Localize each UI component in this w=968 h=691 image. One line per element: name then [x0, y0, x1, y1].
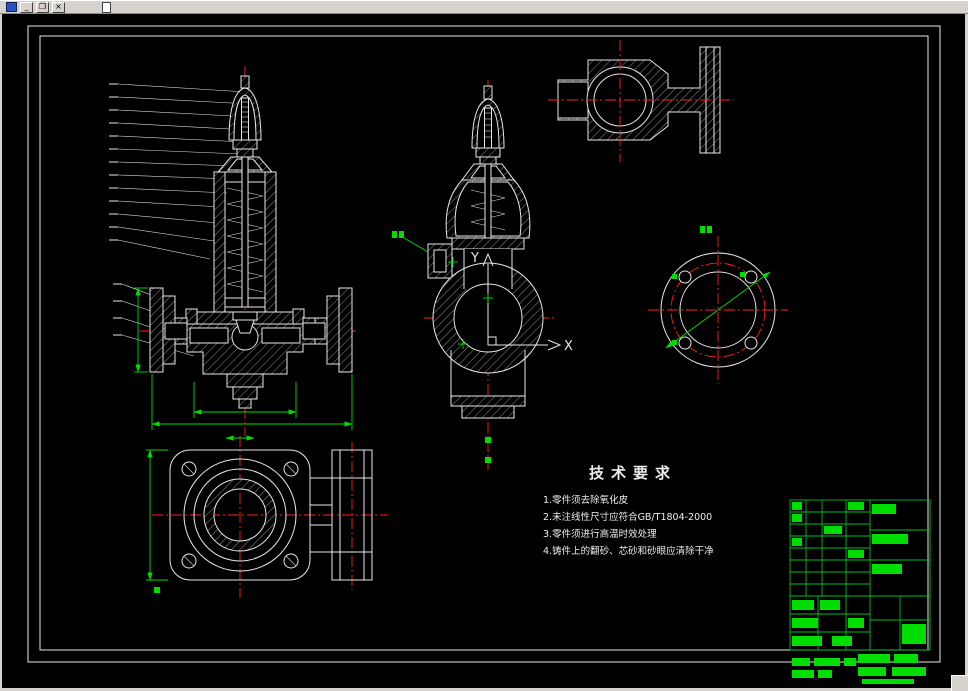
resize-grip[interactable] [951, 675, 968, 691]
dimension-lines [134, 287, 353, 430]
point-markers [448, 257, 493, 349]
tech-requirement-item: 4.铸件上的翻砂、芯砂和砂眼应清除干净 [543, 546, 714, 557]
side-section-view: X Y [392, 80, 573, 470]
front-section-view [109, 66, 356, 436]
sheet-frame [27, 25, 941, 663]
body-top-view [146, 435, 388, 598]
flange-face-view [648, 226, 788, 384]
dimension-lines [146, 435, 255, 581]
app-icon[interactable] [6, 2, 17, 12]
window-titlebar: _ ❐ × [0, 0, 968, 14]
tech-requirement-item: 3.零件须进行高温时效处理 [543, 529, 657, 540]
outlet-flange-section-view [548, 40, 734, 162]
window-border-bottom [0, 688, 968, 691]
part-leader-lines [109, 83, 253, 357]
tech-requirement-item: 1.零件须去除氧化皮 [543, 495, 629, 506]
window-border-left [0, 14, 2, 691]
document-icon [102, 1, 111, 13]
title-block-highlight-cells [792, 502, 926, 646]
close-button[interactable]: × [52, 1, 65, 13]
tech-requirements-title: 技术要求 [588, 464, 677, 482]
axis-y-label: Y [470, 251, 479, 266]
title-block [789, 499, 931, 651]
tech-requirement-item: 2.未注线性尺寸应符合GB/T1804-2000 [543, 512, 713, 523]
ucs-icon [482, 252, 562, 351]
restore-button[interactable]: ❐ [36, 1, 49, 13]
window-border-right [965, 14, 968, 691]
minimize-button[interactable]: _ [20, 1, 33, 13]
tech-requirements: 技术要求 1.零件须去除氧化皮 2.未注线性尺寸应符合GB/T1804-2000… [543, 462, 723, 560]
revision-note-cells [792, 654, 926, 684]
axis-x-label: X [564, 339, 573, 354]
